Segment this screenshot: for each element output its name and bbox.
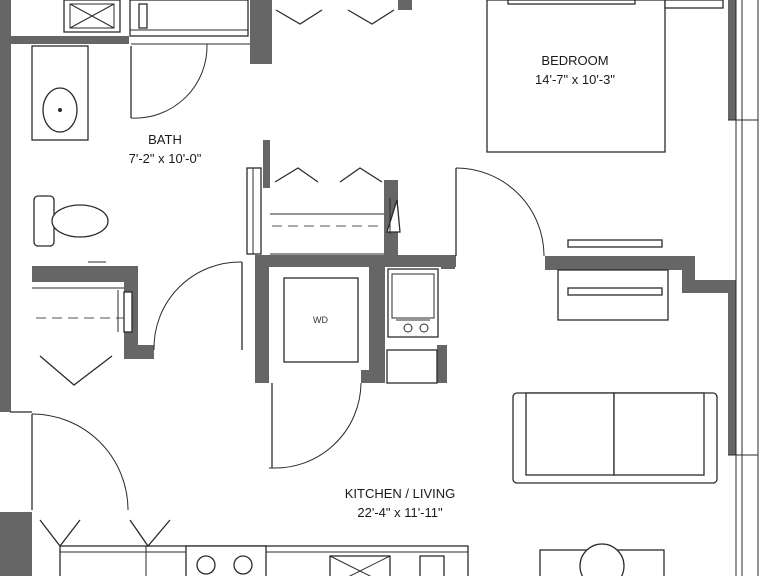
- left-exterior-wall: [0, 0, 11, 412]
- shelf: [567, 239, 663, 248]
- linen-closet-bifold-door: [39, 355, 113, 386]
- kitchen-sink: [329, 555, 391, 576]
- bedroom-door: [455, 167, 545, 257]
- bedroom-furniture: [486, 0, 724, 321]
- core-left-wall: [255, 255, 269, 383]
- burner-icon: [196, 555, 216, 575]
- bath-closet-top-wall: [11, 36, 129, 44]
- bedroom-bottom-wall-end: [682, 280, 728, 293]
- bath-top-right-stub: [250, 0, 272, 64]
- bath-lower-wall: [32, 266, 138, 282]
- room-dimensions: 7'-2" x 10'-0": [128, 151, 202, 166]
- bath-label: BATH 7'-2" x 10'-0": [110, 130, 220, 168]
- right-exterior-mullion-mid: [728, 280, 736, 455]
- kitchen: [39, 519, 469, 576]
- bath-door-jamb: [124, 345, 154, 359]
- hall-closet: [246, 167, 401, 255]
- core-top-wall: [255, 255, 455, 267]
- room-name: BATH: [148, 132, 182, 147]
- bedroom-closet-bifold: [275, 9, 395, 25]
- top-center-stub: [398, 0, 412, 10]
- pantry-right-wall: [437, 345, 447, 383]
- bath-fixtures: [31, 0, 250, 386]
- right-exterior-mullion-top: [728, 0, 736, 120]
- kitchen-living-label: KITCHEN / LIVING 22'-4" x 11'-11": [320, 484, 480, 522]
- core-post: [263, 140, 270, 188]
- walls: [0, 0, 736, 576]
- toilet-tank: [33, 195, 55, 247]
- closet-bifold-door-right: [339, 167, 383, 183]
- room-dimensions: 22'-4" x 11'-11": [357, 505, 443, 520]
- bedroom-label: BEDROOM 14'-7" x 10'-3": [520, 51, 630, 89]
- room-dimensions: 14'-7" x 10'-3": [535, 72, 615, 87]
- washer-dryer: [283, 277, 359, 363]
- entry-door: [10, 411, 129, 511]
- room-name: KITCHEN / LIVING: [344, 486, 456, 501]
- room-name: BEDROOM: [541, 53, 609, 68]
- water-heater: [387, 268, 439, 338]
- closet-bifold-door-left: [274, 167, 319, 183]
- bedroom-door-jamb: [440, 255, 456, 267]
- burner-icon: [233, 555, 253, 575]
- toilet-icon: [51, 204, 109, 238]
- mech-closet: [386, 268, 439, 384]
- living-furniture: [512, 392, 718, 576]
- laundry: [269, 277, 362, 469]
- washer-dryer-label: WD: [313, 315, 328, 325]
- core-bottom-stub: [361, 370, 385, 383]
- right-window-wall: [728, 0, 759, 576]
- left-exterior-wall-lower: [0, 512, 32, 576]
- pillows: [507, 0, 636, 5]
- bedroom-bottom-wall: [545, 256, 695, 270]
- bath-lower-door: [153, 261, 243, 351]
- core-mid-wall: [369, 255, 385, 383]
- bed: [486, 0, 666, 153]
